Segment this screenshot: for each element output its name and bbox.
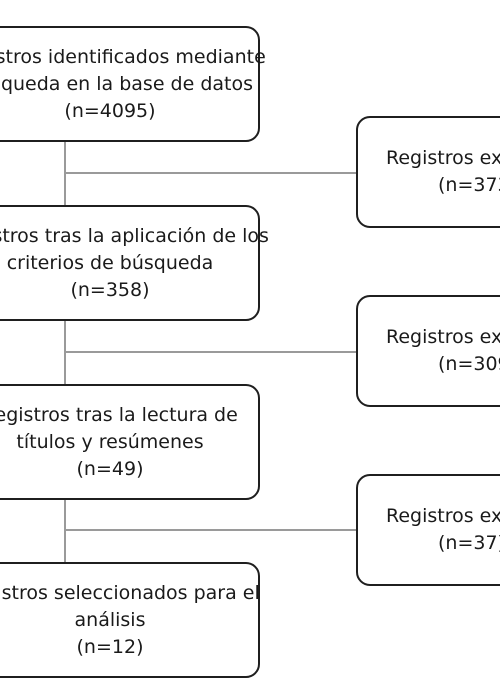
step-text: análisis [74, 608, 146, 631]
step-text: Registros identificados mediante [0, 45, 266, 68]
step-box-identified: Registros identificados mediante búsqued… [0, 26, 266, 142]
step-count: (n=49) [76, 457, 144, 480]
step-count: (n=4095) [64, 99, 156, 122]
connector-vertical-3 [64, 499, 66, 563]
exclusion-box-1: Registros excluidos (n=3737) [356, 116, 500, 228]
step-text: criterios de búsqueda [6, 251, 214, 274]
step-text: títulos y resúmenes [16, 430, 204, 453]
exclusion-count: (n=3737) [438, 174, 500, 196]
step-text: búsqueda en la base de datos [0, 72, 254, 95]
exclusion-count: (n=309) [438, 353, 500, 375]
step-box-screening: Registros tras la lectura de títulos y r… [0, 384, 260, 500]
exclusion-label: Registros excluidos [386, 326, 500, 348]
connector-horizontal-3 [64, 529, 358, 531]
connector-horizontal-1 [64, 172, 358, 174]
step-count: (n=358) [70, 278, 150, 301]
step-text: Registros tras la aplicación de los [0, 224, 269, 247]
step-box-selected: Registros seleccionados para el análisis… [0, 562, 260, 678]
step-text: Registros tras la lectura de [0, 403, 238, 426]
step-box-criteria: Registros tras la aplicación de los crit… [0, 205, 269, 321]
exclusion-count: (n=37) [438, 532, 500, 554]
exclusion-box-3: Registros excluidos (n=37) [356, 474, 500, 586]
step-count: (n=12) [76, 635, 144, 658]
connector-horizontal-2 [64, 351, 358, 353]
exclusion-label: Registros excluidos [386, 505, 500, 527]
step-text: Registros seleccionados para el [0, 581, 260, 604]
exclusion-label: Registros excluidos [386, 147, 500, 169]
exclusion-box-2: Registros excluidos (n=309) [356, 295, 500, 407]
